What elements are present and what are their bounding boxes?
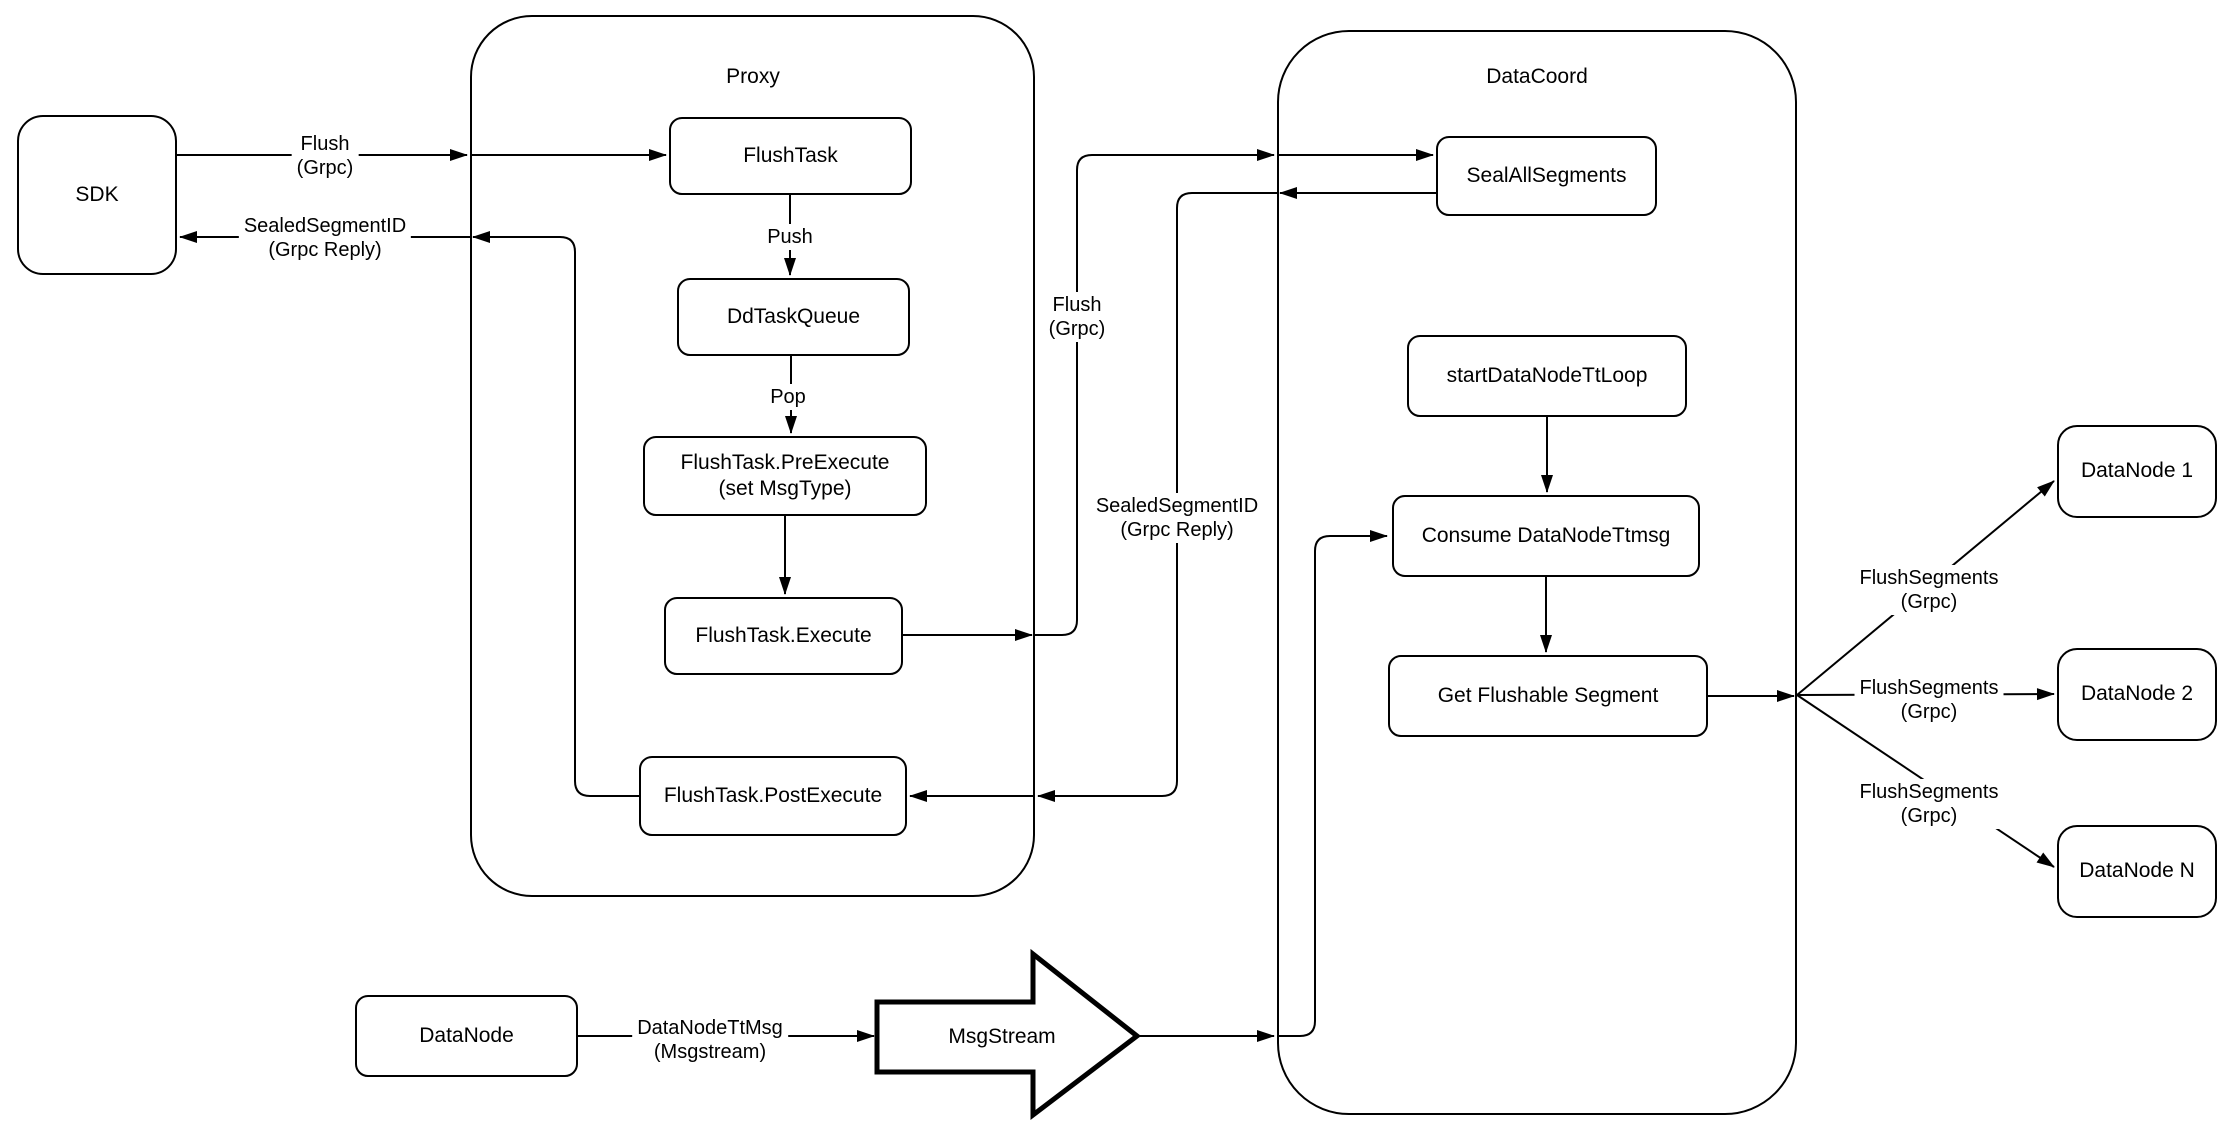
node-datanode-n[interactable]: DataNode N	[2057, 825, 2217, 918]
node-datanode-2-label: DataNode 2	[2080, 682, 2194, 706]
node-flush-task-pre-execute[interactable]: FlushTask.PreExecute (set MsgType)	[643, 436, 927, 516]
proxy-title: Proxy	[726, 65, 780, 88]
node-flush-task-post-execute-label: FlushTask.PostExecute	[663, 783, 883, 807]
msgstream-label: MsgStream	[948, 1025, 1056, 1048]
edge-label-flush-segments-1: FlushSegments (Grpc)	[1854, 565, 2004, 615]
edge-label-flush-grpc-datacoord: Flush (Grpc)	[1043, 292, 1111, 342]
edge-label-push: Push	[762, 224, 818, 250]
node-flush-task-execute-label: FlushTask.Execute	[695, 623, 872, 647]
node-flush-task[interactable]: FlushTask	[669, 117, 912, 195]
node-seal-all-segments[interactable]: SealAllSegments	[1436, 136, 1657, 216]
edge-label-flush-segments-2: FlushSegments (Grpc)	[1854, 675, 2004, 725]
node-datanode-2[interactable]: DataNode 2	[2057, 648, 2217, 741]
node-datanode-n-label: DataNode N	[2079, 859, 2195, 883]
datacoord-title: DataCoord	[1486, 65, 1588, 88]
node-datanode-1[interactable]: DataNode 1	[2057, 425, 2217, 518]
edge-label-pop: Pop	[765, 384, 811, 410]
node-dd-task-queue[interactable]: DdTaskQueue	[677, 278, 910, 356]
node-start-datanode-tt-loop-label: startDataNodeTtLoop	[1446, 363, 1648, 387]
node-get-flushable-segment-label: Get Flushable Segment	[1437, 683, 1659, 707]
node-sdk-label: SDK	[75, 182, 119, 206]
node-consume-datanode-ttmsg-label: Consume DataNodeTtmsg	[1421, 523, 1671, 547]
node-datanode-1-label: DataNode 1	[2080, 459, 2194, 483]
edge-label-datanode-tt-msg: DataNodeTtMsg (Msgstream)	[632, 1015, 788, 1065]
node-datanode[interactable]: DataNode	[355, 995, 578, 1077]
edge-label-sealed-segment-id-datacoord: SealedSegmentID (Grpc Reply)	[1090, 493, 1264, 543]
node-sdk[interactable]: SDK	[17, 115, 177, 275]
node-consume-datanode-ttmsg[interactable]: Consume DataNodeTtmsg	[1392, 495, 1700, 577]
node-flush-task-execute[interactable]: FlushTask.Execute	[664, 597, 903, 675]
edge-label-flush-grpc-sdk: Flush (Grpc)	[291, 131, 359, 181]
node-seal-all-segments-label: SealAllSegments	[1466, 163, 1627, 187]
edge-label-flush-segments-3: FlushSegments (Grpc)	[1854, 779, 2004, 829]
node-flush-task-label: FlushTask	[743, 143, 838, 167]
node-start-datanode-tt-loop[interactable]: startDataNodeTtLoop	[1407, 335, 1687, 417]
edge-flush-riser-to-datacoord	[1035, 149, 1275, 636]
edge-label-sealed-segment-id-sdk: SealedSegmentID (Grpc Reply)	[238, 213, 412, 263]
node-flush-task-post-execute[interactable]: FlushTask.PostExecute	[639, 756, 907, 836]
node-datanode-label: DataNode	[419, 1023, 514, 1047]
node-dd-task-queue-label: DdTaskQueue	[726, 304, 861, 328]
node-flush-task-pre-execute-label: FlushTask.PreExecute (set MsgType)	[680, 450, 890, 500]
node-get-flushable-segment[interactable]: Get Flushable Segment	[1388, 655, 1708, 737]
